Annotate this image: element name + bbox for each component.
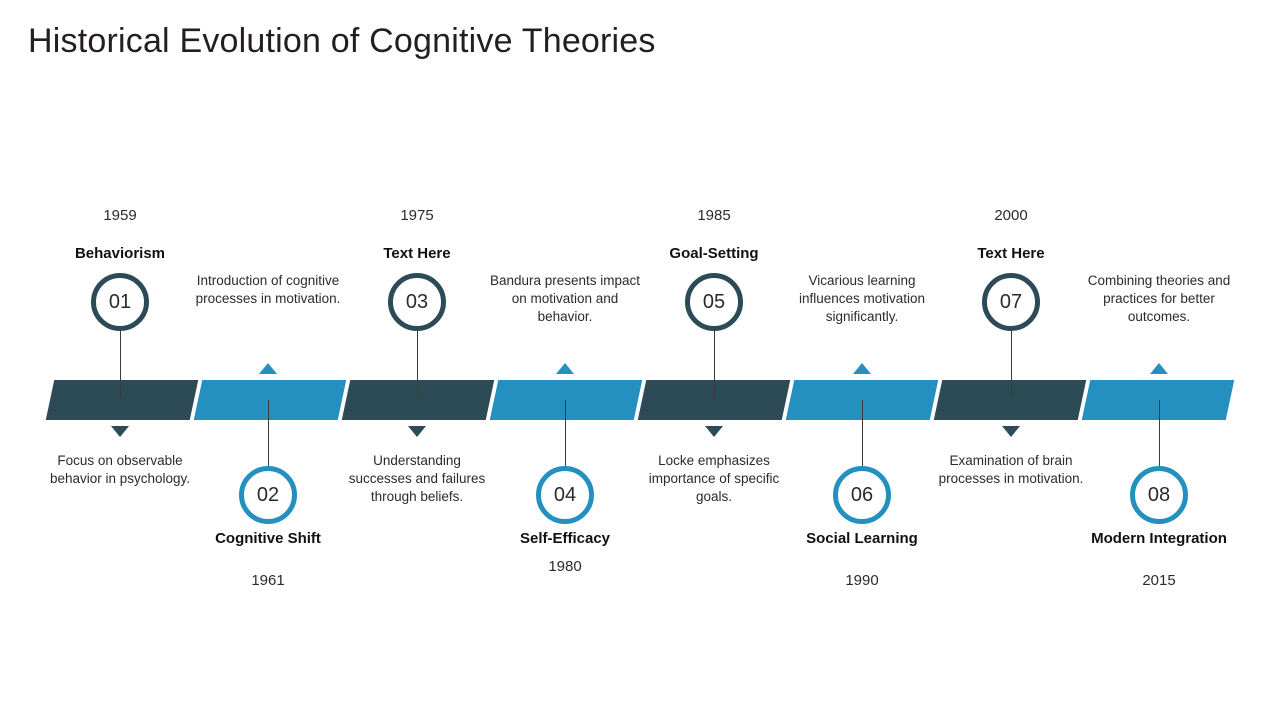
up-triangle-icon bbox=[556, 363, 574, 374]
up-triangle-icon bbox=[259, 363, 277, 374]
milestone-number-badge[interactable]: 05 bbox=[685, 273, 743, 331]
milestone-06[interactable]: Vicarious learning influences motivation… bbox=[762, 190, 962, 610]
milestone-title: Text Here bbox=[383, 245, 451, 262]
milestone-connector-line bbox=[1159, 400, 1160, 466]
milestone-number-badge[interactable]: 08 bbox=[1130, 466, 1188, 524]
milestone-description: Vicarious learning influences motivation… bbox=[798, 273, 926, 324]
milestone-connector-line bbox=[714, 331, 715, 398]
milestone-year: 1985 bbox=[697, 207, 731, 224]
milestone-connector-line bbox=[417, 331, 418, 398]
up-triangle-icon bbox=[853, 363, 871, 374]
milestone-02[interactable]: Introduction of cognitive processes in m… bbox=[168, 190, 368, 610]
milestone-title: Text Here bbox=[977, 245, 1045, 262]
milestone-year: 1990 bbox=[845, 572, 879, 589]
milestone-year: 1959 bbox=[103, 207, 137, 224]
milestone-04[interactable]: Bandura presents impact on motivation an… bbox=[465, 190, 665, 610]
milestone-year: 1980 bbox=[548, 558, 582, 575]
milestone-description: Locke emphasizes importance of specific … bbox=[648, 453, 780, 504]
milestone-description: Bandura presents impact on motivation an… bbox=[489, 273, 641, 324]
milestone-title: Social Learning bbox=[806, 530, 918, 547]
milestone-description: Understanding successes and failures thr… bbox=[348, 453, 486, 504]
milestone-number-badge[interactable]: 06 bbox=[833, 466, 891, 524]
down-triangle-icon bbox=[408, 426, 426, 437]
milestone-description: Combining theories and practices for bet… bbox=[1087, 273, 1231, 324]
milestone-title: Modern Integration bbox=[1091, 530, 1227, 547]
milestone-year: 2015 bbox=[1142, 572, 1176, 589]
milestone-08[interactable]: Combining theories and practices for bet… bbox=[1059, 190, 1259, 610]
milestone-connector-line bbox=[268, 400, 269, 466]
milestone-number-badge[interactable]: 03 bbox=[388, 273, 446, 331]
milestone-number-badge[interactable]: 02 bbox=[239, 466, 297, 524]
milestone-number-badge[interactable]: 04 bbox=[536, 466, 594, 524]
page-title: Historical Evolution of Cognitive Theori… bbox=[28, 22, 656, 60]
milestone-title: Behaviorism bbox=[74, 245, 166, 262]
milestone-title: Goal-Setting bbox=[669, 245, 759, 262]
milestone-connector-line bbox=[565, 400, 566, 466]
milestone-year: 1975 bbox=[400, 207, 434, 224]
down-triangle-icon bbox=[705, 426, 723, 437]
milestone-connector-line bbox=[862, 400, 863, 466]
milestone-connector-line bbox=[1011, 331, 1012, 398]
milestone-title: Self-Efficacy bbox=[519, 530, 611, 547]
up-triangle-icon bbox=[1150, 363, 1168, 374]
milestone-description: Focus on observable behavior in psycholo… bbox=[49, 453, 191, 486]
milestone-connector-line bbox=[120, 331, 121, 398]
down-triangle-icon bbox=[111, 426, 129, 437]
milestone-number-badge[interactable]: 01 bbox=[91, 273, 149, 331]
milestone-title: Cognitive Shift bbox=[215, 530, 321, 547]
milestone-description: Introduction of cognitive processes in m… bbox=[195, 273, 341, 306]
milestone-year: 2000 bbox=[994, 207, 1028, 224]
milestone-number-badge[interactable]: 07 bbox=[982, 273, 1040, 331]
milestone-description: Examination of brain processes in motiva… bbox=[938, 453, 1084, 486]
down-triangle-icon bbox=[1002, 426, 1020, 437]
milestone-year: 1961 bbox=[251, 572, 285, 589]
